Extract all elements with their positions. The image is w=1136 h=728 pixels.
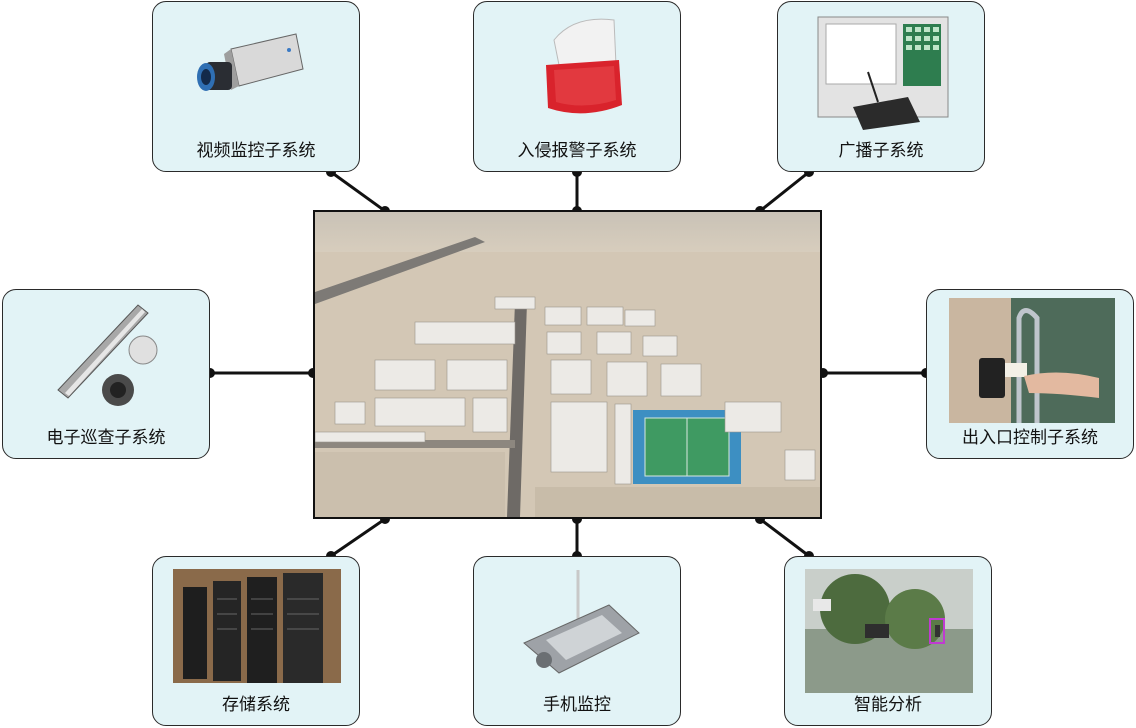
patrol-wand-icon [57,304,158,406]
subsystem-label: 入侵报警子系统 [517,141,637,161]
node-broadcast[interactable]: 广播子系统 [777,1,985,172]
subsystem-label: 手机监控 [543,695,611,715]
wire-broadcast [759,170,810,213]
smart-analysis-camera-view-icon [805,569,973,693]
broadcast-console-icon [817,16,949,130]
wire-storage [330,517,386,558]
aerial-camp-photo [313,210,822,519]
server-rack-icon [173,569,341,683]
subsystem-label: 存储系统 [222,695,290,715]
subsystem-label: 视频监控子系统 [196,141,316,161]
subsystem-label: 广播子系统 [838,141,924,161]
node-storage[interactable]: 存储系统 [152,556,360,726]
node-electronic-patrol[interactable]: 电子巡查子系统 [2,289,210,459]
wire-video [330,170,386,213]
node-smart-analysis[interactable]: 智能分析 [784,556,992,726]
wire-analysis [759,517,810,558]
subsystem-label: 电子巡查子系统 [46,428,166,448]
node-video-surveillance[interactable]: 视频监控子系统 [152,1,360,172]
mobile-device-icon [523,570,640,674]
node-intrusion-alarm[interactable]: 入侵报警子系统 [473,1,681,172]
node-access-control[interactable]: 出入口控制子系统 [926,289,1134,459]
subsystem-label: 出入口控制子系统 [962,428,1098,448]
alarm-siren-icon [546,18,622,114]
node-mobile-monitoring[interactable]: 手机监控 [473,556,681,726]
cctv-camera-icon [197,33,304,91]
subsystem-label: 智能分析 [854,695,922,715]
access-card-reader-icon [949,298,1115,423]
